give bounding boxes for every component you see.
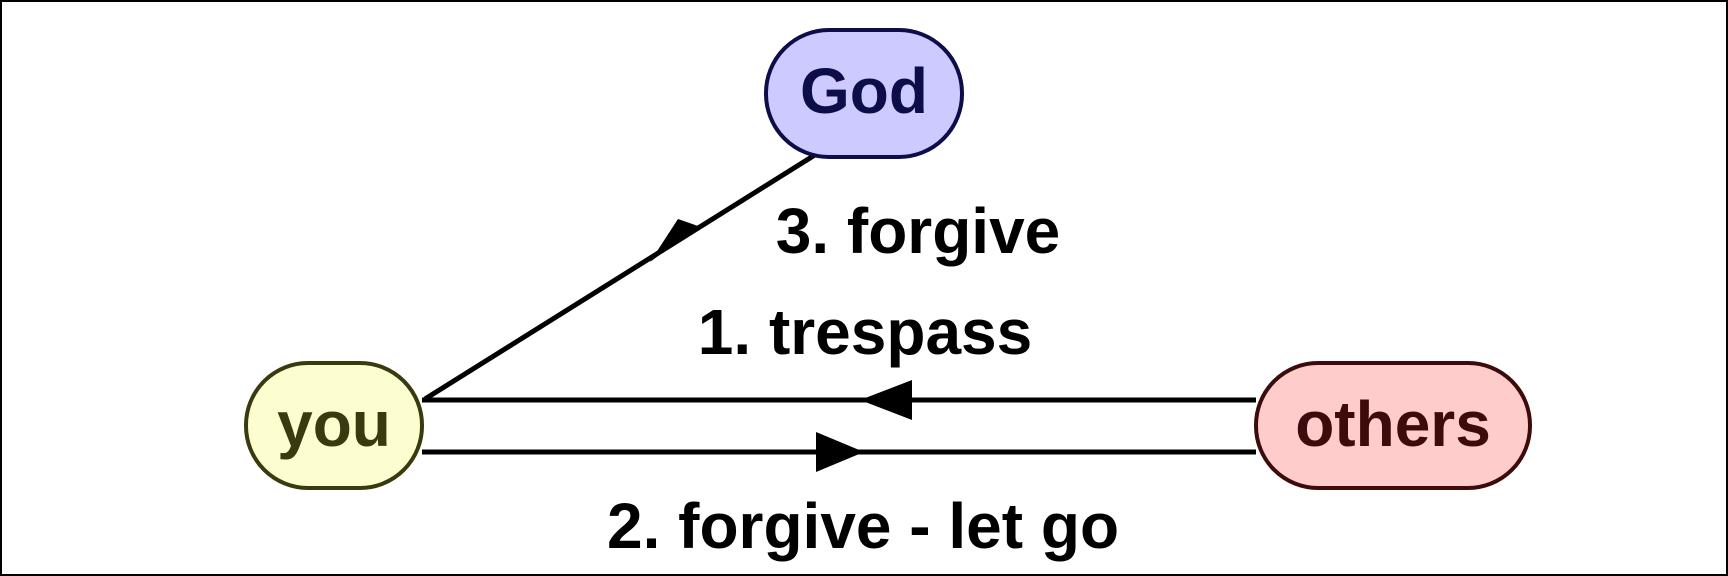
edge-label-forgive-let-go: 2. forgive - let go xyxy=(607,490,1119,562)
node-others-label: others xyxy=(1295,388,1491,460)
node-others-shape xyxy=(1256,363,1530,488)
node-you-border xyxy=(244,361,424,490)
node-others-border xyxy=(1254,361,1532,490)
node-god: God xyxy=(764,28,964,159)
edge-label-trespass: 1. trespass xyxy=(698,296,1032,368)
node-you-shape xyxy=(246,363,422,488)
edge-label-forgive: 3. forgive xyxy=(776,195,1061,267)
node-god-shape xyxy=(766,30,962,157)
node-you: you xyxy=(244,361,424,490)
node-god-border xyxy=(764,28,964,159)
arrowhead-forgive xyxy=(650,219,698,262)
node-god-label: God xyxy=(800,55,928,127)
arrowhead-trespass xyxy=(860,380,912,420)
node-you-label: you xyxy=(277,388,391,460)
node-others: others xyxy=(1254,361,1532,490)
edge-line-forgive xyxy=(423,150,820,402)
arrowhead-forgive-let-go xyxy=(816,432,864,472)
